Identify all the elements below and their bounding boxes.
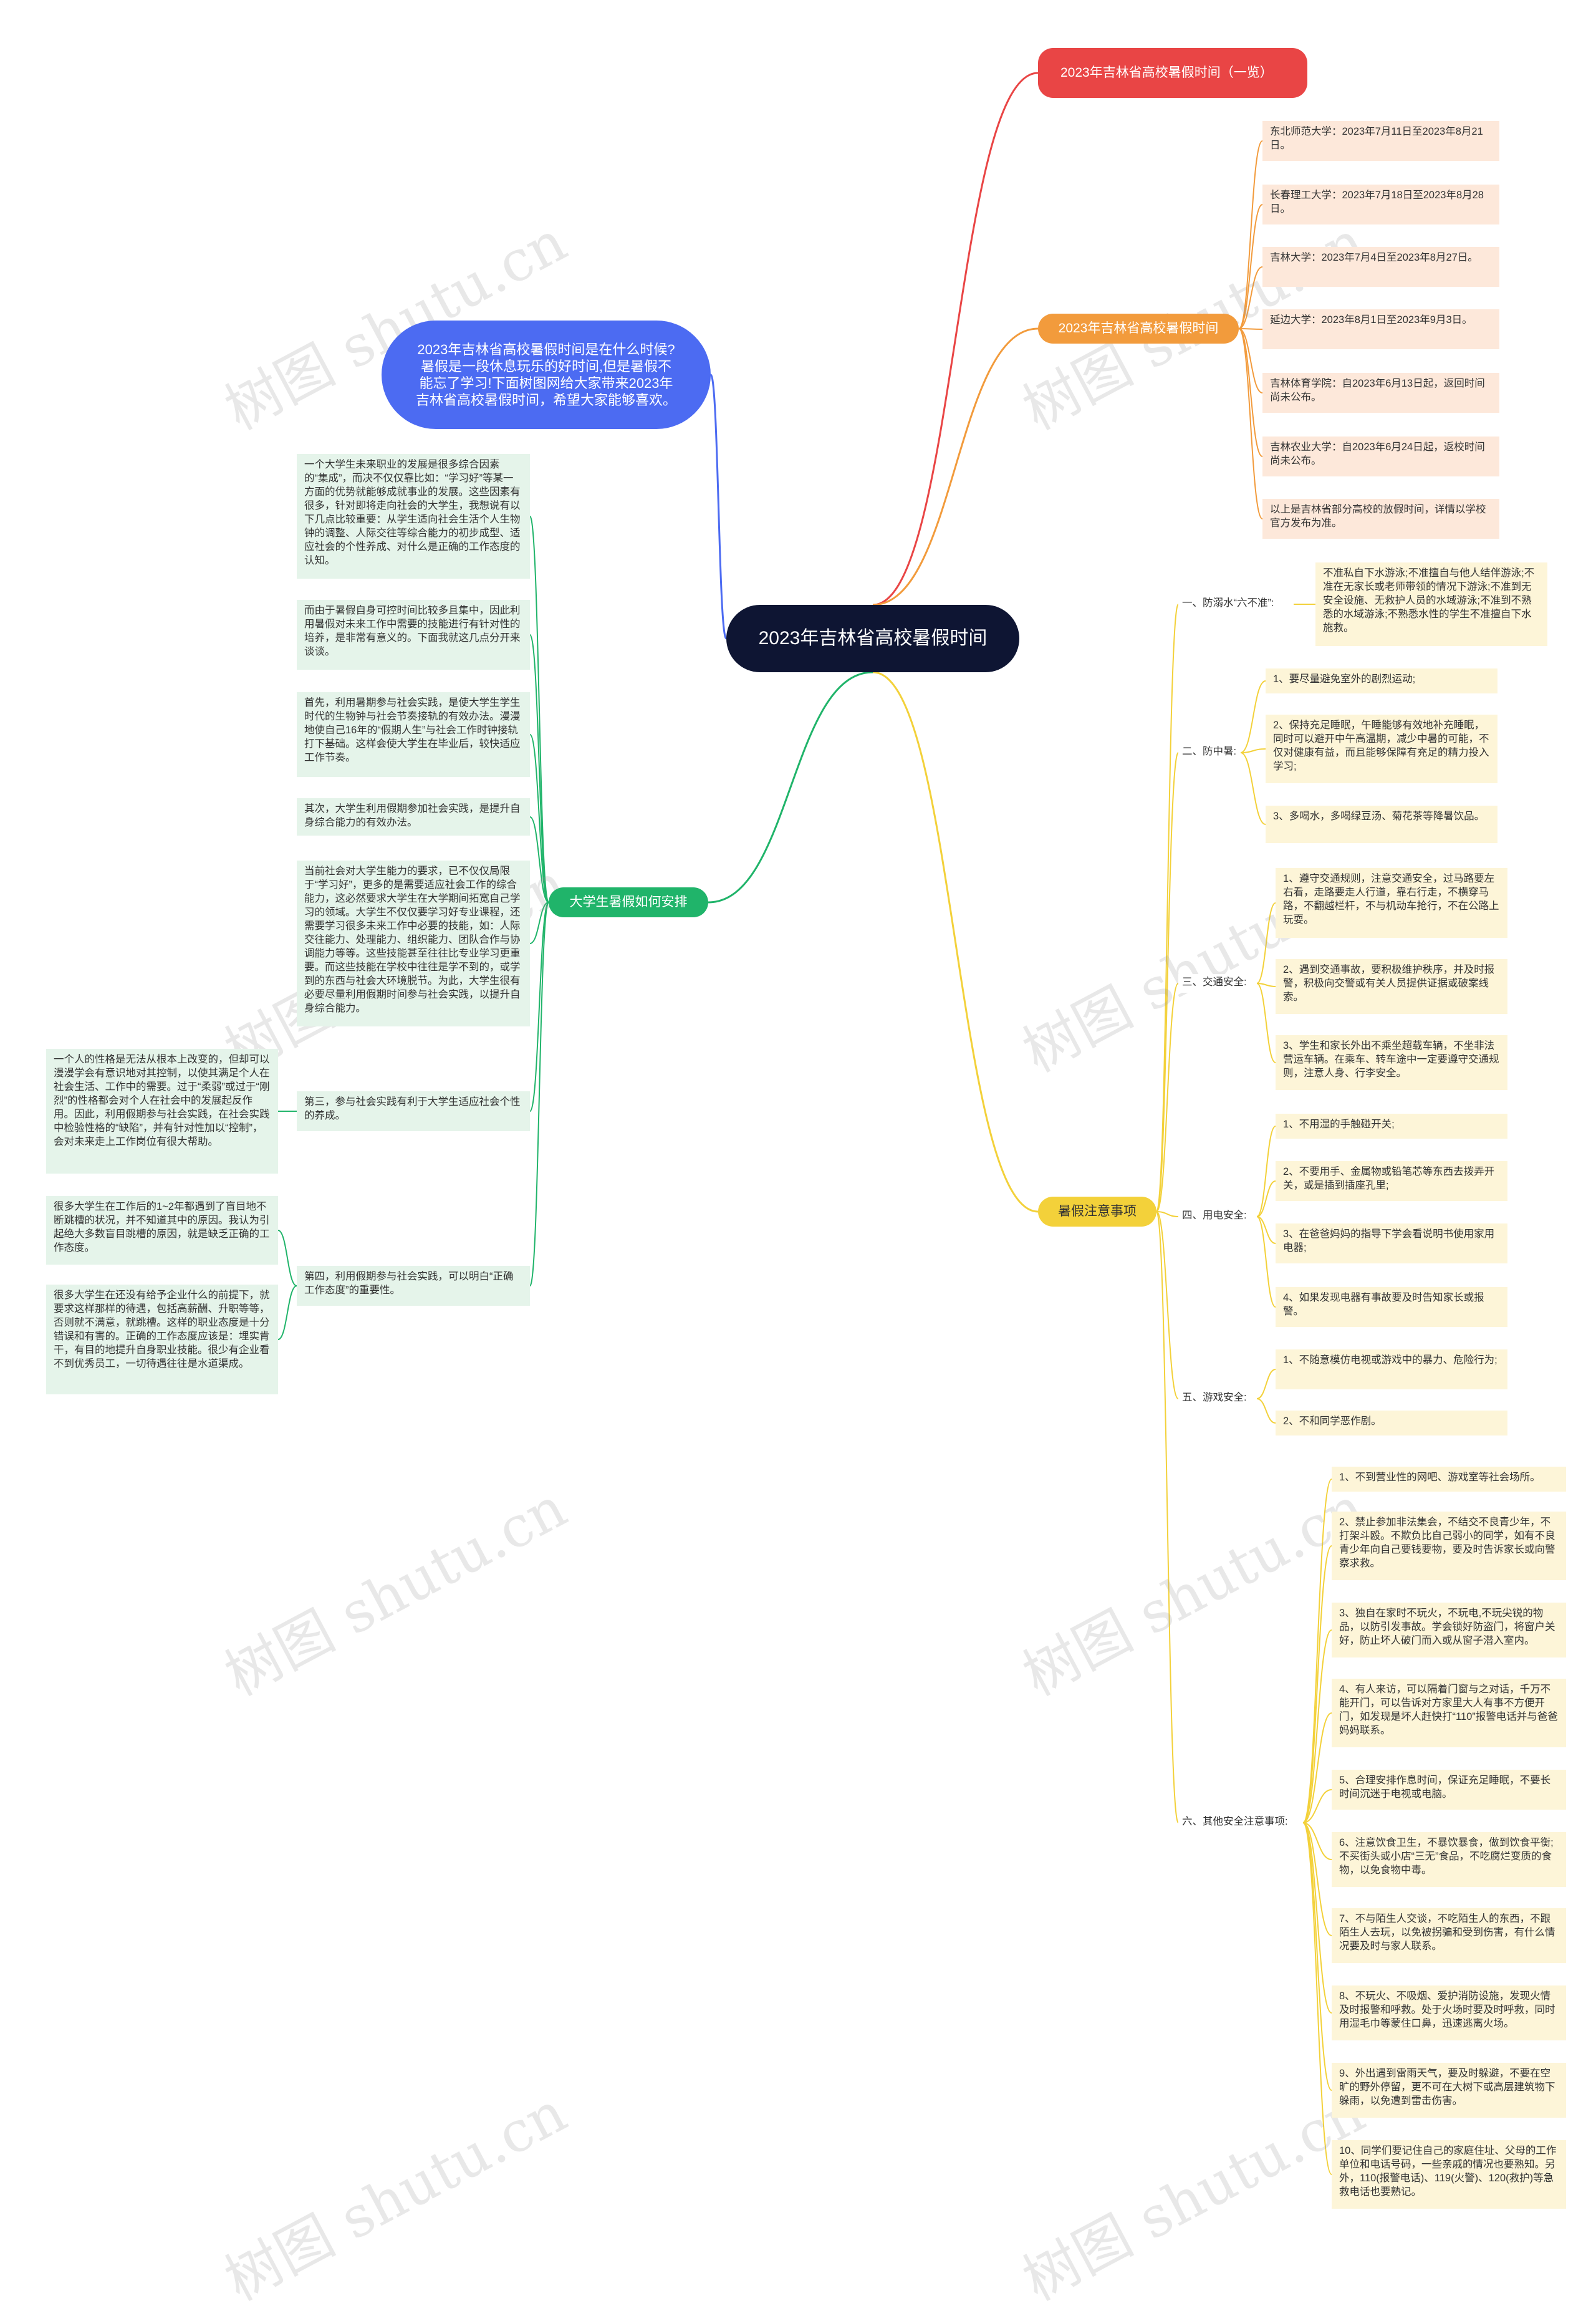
connector-line bbox=[1238, 328, 1263, 519]
plan-item[interactable]: 其次，大学生利用假期参加社会实践，是提升自身综合能力的有效办法。 bbox=[297, 798, 530, 836]
connector-line bbox=[1302, 1822, 1332, 1860]
watermark: 树图 shutu.cn bbox=[1012, 1474, 1375, 1709]
connector-line bbox=[1256, 1398, 1276, 1424]
connector-line bbox=[1256, 1369, 1276, 1399]
central-topic[interactable]: 2023年吉林省高校暑假时间 bbox=[726, 605, 1019, 672]
safety-item[interactable]: 4、如果发现电器有事故要及时告知家长或报警。 bbox=[1276, 1287, 1507, 1327]
watermark: 树图 shutu.cn bbox=[214, 2079, 577, 2314]
branch-safety-notes[interactable]: 暑假注意事项 bbox=[1038, 1197, 1156, 1227]
safety-item[interactable]: 6、注意饮食卫生，不暴饮暴食，做到饮食平衡;不买街头或小店“三无”食品，不吃腐烂… bbox=[1332, 1832, 1566, 1887]
connector-line bbox=[1238, 328, 1263, 457]
connector-line bbox=[1302, 1545, 1332, 1823]
branch-overview[interactable]: 2023年吉林省高校暑假时间（一览） bbox=[1038, 48, 1307, 98]
safety-item[interactable]: 5、合理安排作息时间，保证充足睡眠，不要长时间沉迷于电视或电脑。 bbox=[1332, 1770, 1566, 1810]
connector-line bbox=[1256, 1180, 1276, 1217]
plan-item[interactable]: 第三，参与社会实践有利于大学生适应社会个性的养成。 bbox=[297, 1091, 530, 1131]
connector-line bbox=[1302, 1712, 1332, 1823]
plan-item[interactable]: 当前社会对大学生能力的要求，已不仅仅局限于“学习好”，更多的是需要适应社会工作的… bbox=[297, 861, 530, 1026]
plan-detail[interactable]: 一个人的性格是无法从根本上改变的，但却可以漫漫学会有意识地对其控制，以使其满足个… bbox=[46, 1049, 278, 1174]
safety-item[interactable]: 7、不与陌生人交谈，不吃陌生人的东西，不跟陌生人去玩，以免被拐骗和受到伤害，有什… bbox=[1332, 1908, 1566, 1963]
connector-line bbox=[1156, 1211, 1179, 1823]
connector-line bbox=[1256, 1126, 1276, 1217]
connector-line bbox=[872, 671, 1039, 1213]
connector-line bbox=[277, 1230, 297, 1286]
date-item[interactable]: 长春理工大学：2023年7月18日至2023年8月28日。 bbox=[1262, 185, 1499, 224]
safety-item[interactable]: 3、独自在家时不玩火，不玩电,不玩尖锐的物品，以防引发事故。学会锁好防盗门，将窗… bbox=[1332, 1603, 1566, 1657]
plan-item[interactable]: 第四，利用假期参与社会实践，可以明白“正确工作态度”的重要性。 bbox=[297, 1266, 530, 1306]
watermark: 树图 shutu.cn bbox=[214, 1474, 577, 1709]
connector-line bbox=[277, 1285, 297, 1340]
connector-line bbox=[1256, 1216, 1276, 1244]
safety-item[interactable]: 1、不随意模仿电视或游戏中的暴力、危险行为; bbox=[1276, 1349, 1507, 1389]
date-item[interactable]: 吉林体育学院：自2023年6月13日起，返回时间尚未公布。 bbox=[1262, 373, 1499, 413]
plan-item[interactable]: 首先，利用暑期参与社会实践，是使大学生学生时代的生物钟与社会节奏接轨的有效办法。… bbox=[297, 692, 530, 777]
safety-item[interactable]: 8、不玩火、不吸烟、爱护消防设施，发现火情及时报警和呼救。处于火场时要及时呼救，… bbox=[1332, 1985, 1566, 2040]
connector-line bbox=[1302, 1629, 1332, 1823]
safety-category[interactable]: 二、防中暑: bbox=[1178, 743, 1241, 762]
connector-line bbox=[1240, 752, 1266, 825]
connector-line bbox=[708, 671, 873, 904]
safety-category[interactable]: 六、其他安全注意事项: bbox=[1178, 1813, 1303, 1832]
safety-item[interactable]: 2、不和同学恶作剧。 bbox=[1276, 1411, 1507, 1435]
connector-line bbox=[1256, 983, 1276, 987]
safety-category[interactable]: 一、防溺水“六不准”: bbox=[1178, 595, 1294, 614]
branch-summer-plan[interactable]: 大学生暑假如何安排 bbox=[549, 887, 708, 917]
connector-line bbox=[1156, 1211, 1179, 1399]
safety-item[interactable]: 3、多喝水，多喝绿豆汤、菊花茶等降暑饮品。 bbox=[1266, 806, 1497, 843]
plan-item[interactable]: 而由于暑假自身可控时间比较多且集中，因此利用暑假对未来工作中需要的技能进行有针对… bbox=[297, 600, 530, 670]
connector-line bbox=[1302, 1822, 1332, 1936]
safety-category[interactable]: 三、交通安全: bbox=[1178, 974, 1257, 993]
date-item[interactable]: 延边大学：2023年8月1日至2023年9月3日。 bbox=[1262, 309, 1499, 349]
safety-item[interactable]: 1、遵守交通规则，注意交通安全，过马路要左右看，走路要走人行道，靠右行走，不横穿… bbox=[1276, 868, 1507, 938]
connector-line bbox=[1302, 1822, 1332, 2091]
safety-item[interactable]: 2、遇到交通事故，要积极维护秩序，并及时报警，积极向交警或有关人员提供证据或破案… bbox=[1276, 959, 1507, 1014]
safety-item[interactable]: 2、保持充足睡眠，午睡能够有效地补充睡眠，同时可以避开中午高温期，减少中暑的可能… bbox=[1266, 715, 1497, 783]
safety-item[interactable]: 9、外出遇到雷雨天气，要及时躲避，不要在空旷的野外停留，更不可在大树下或高层建筑… bbox=[1332, 2063, 1566, 2118]
safety-item[interactable]: 3、学生和家长外出不乘坐超载车辆，不坐非法营运车辆。在乘车、转车途中一定要遵守交… bbox=[1276, 1035, 1507, 1090]
safety-item[interactable]: 2、禁止参加非法集会，不结交不良青少年，不打架斗殴。不欺负比自己弱小的同学，如有… bbox=[1332, 1512, 1566, 1580]
safety-item[interactable]: 4、有人来访，可以隔着门窗与之对话，千万不能开门，可以告诉对方家里大人有事不方便… bbox=[1332, 1679, 1566, 1747]
connector-line bbox=[1240, 680, 1266, 753]
connector-line bbox=[529, 902, 549, 1286]
safety-item[interactable]: 2、不要用手、金属物或铅笔芯等东西去拨弄开关，或是插到插座孔里; bbox=[1276, 1161, 1507, 1201]
connector-line bbox=[1302, 1822, 1332, 2014]
connector-line bbox=[1256, 1216, 1276, 1308]
connector-line bbox=[1302, 1789, 1332, 1823]
safety-category[interactable]: 四、用电安全: bbox=[1178, 1207, 1257, 1226]
connector-line bbox=[1256, 983, 1276, 1063]
connector-line bbox=[1240, 748, 1266, 753]
safety-item[interactable]: 1、不到营业性的网吧、游戏室等社会场所。 bbox=[1332, 1467, 1566, 1492]
plan-detail[interactable]: 很多大学生在工作后的1~2年都遇到了盲目地不断跳槽的状况，并不知道其中的原因。我… bbox=[46, 1196, 278, 1265]
connector-line bbox=[1156, 1211, 1179, 1217]
plan-item[interactable]: 一个大学生未来职业的发展是很多综合因素的“集成”，而决不仅仅靠比如：“学习好”等… bbox=[297, 454, 530, 579]
branch-vacation-dates[interactable]: 2023年吉林省高校暑假时间 bbox=[1038, 314, 1239, 344]
date-item[interactable]: 吉林农业大学：自2023年6月24日起，返校时间尚未公布。 bbox=[1262, 437, 1499, 476]
connector-line bbox=[872, 72, 1039, 606]
safety-item[interactable]: 1、要尽量避免室外的剧烈运动; bbox=[1266, 668, 1497, 693]
date-item[interactable]: 东北师范大学：2023年7月11日至2023年8月21日。 bbox=[1262, 121, 1499, 161]
safety-item[interactable]: 3、在爸爸妈妈的指导下学会看说明书使用家用电器; bbox=[1276, 1223, 1507, 1263]
safety-item[interactable]: 1、不用湿的手触碰开关; bbox=[1276, 1114, 1507, 1139]
date-item[interactable]: 吉林大学：2023年7月4日至2023年8月27日。 bbox=[1262, 247, 1499, 287]
watermark: 树图 shutu.cn bbox=[1012, 2079, 1375, 2314]
intro-bubble[interactable]: 2023年吉林省高校暑假时间是在什么时候?暑假是一段休息玩乐的好时间,但是暑假不… bbox=[382, 321, 711, 429]
safety-item[interactable]: 10、同学们要记住自己的家庭住址、父母的工作单位和电话号码，一些亲戚的情况也要熟… bbox=[1332, 2140, 1566, 2209]
safety-item[interactable]: 不准私自下水游泳;不准擅自与他人结伴游泳;不准在无家长或老师带领的情况下游泳;不… bbox=[1315, 562, 1547, 646]
date-item[interactable]: 以上是吉林省部分高校的放假时间，详情以学校官方发布为准。 bbox=[1262, 499, 1499, 539]
plan-detail[interactable]: 很多大学生在还没有给予企业什么的前提下，就要求这样那样的待遇，包括高薪酬、升职等… bbox=[46, 1285, 278, 1394]
connector-line bbox=[709, 374, 728, 640]
safety-category[interactable]: 五、游戏安全: bbox=[1178, 1389, 1257, 1408]
connector-line bbox=[1156, 604, 1179, 1212]
